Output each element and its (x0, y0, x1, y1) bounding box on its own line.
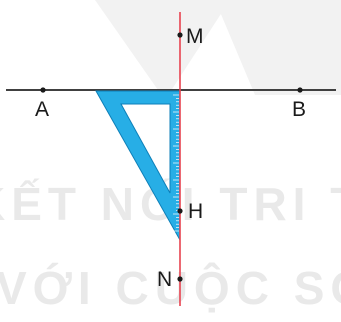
point-n-dot (177, 276, 183, 282)
watermark-logo-shape (95, 0, 341, 100)
point-h-dot (177, 208, 183, 214)
point-b-dot (297, 87, 303, 93)
point-a-dot (40, 87, 46, 93)
label-n: N (157, 268, 172, 291)
set-square-ruler-ticks (173, 94, 179, 232)
label-a: A (35, 98, 49, 121)
watermark-line-2: VỚI CUỘC SỐNG (0, 262, 341, 314)
label-h: H (188, 200, 203, 223)
label-b: B (292, 98, 306, 121)
point-m-dot (177, 32, 183, 38)
label-m: M (186, 25, 204, 48)
